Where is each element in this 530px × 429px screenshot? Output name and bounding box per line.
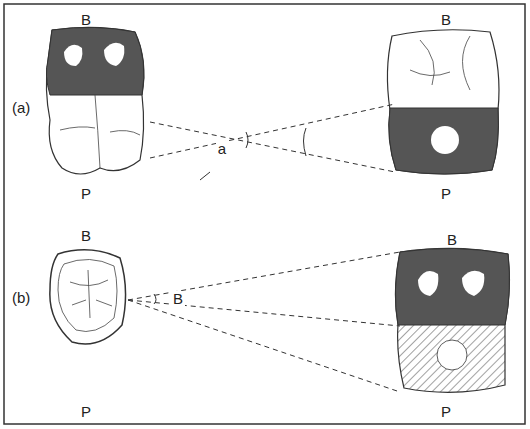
panel-label: (b) bbox=[12, 290, 30, 305]
side-letter: P bbox=[441, 404, 451, 419]
tooth-b-left bbox=[50, 250, 126, 344]
side-letter: P bbox=[81, 404, 91, 419]
tooth-a-right bbox=[387, 30, 499, 174]
side-letter: B bbox=[441, 12, 451, 27]
side-letter: B bbox=[447, 232, 457, 247]
angle-arcs bbox=[154, 128, 306, 304]
side-letter: B bbox=[81, 228, 91, 243]
angle-label: B bbox=[171, 291, 185, 306]
side-letter: P bbox=[81, 186, 91, 201]
tooth-a-left bbox=[46, 27, 143, 174]
tooth-b-right bbox=[395, 248, 509, 392]
angle-label: a bbox=[216, 141, 228, 156]
reference-lines bbox=[128, 104, 400, 392]
side-letter: B bbox=[81, 12, 91, 27]
side-letter: P bbox=[441, 186, 451, 201]
panel-label: (a) bbox=[12, 100, 30, 115]
frame bbox=[4, 4, 525, 424]
